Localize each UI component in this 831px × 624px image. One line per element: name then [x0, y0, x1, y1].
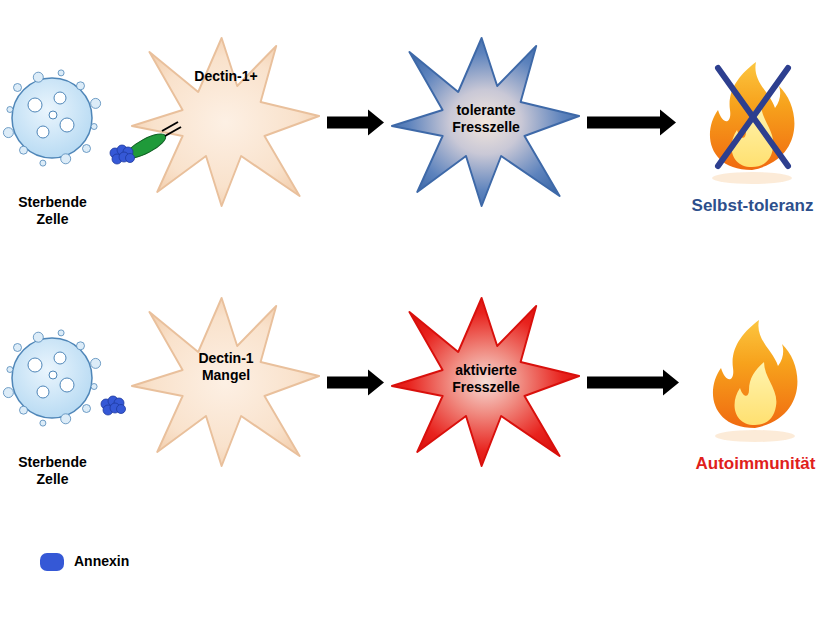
process-arrow: [587, 370, 679, 396]
cell-label: aktivierte Fresszelle: [440, 362, 532, 396]
phagocyte-cell: Dectin-1 Mangel: [128, 290, 323, 475]
cell-label: Dectin-1 Mangel: [180, 350, 272, 384]
process-arrow: [587, 110, 676, 136]
legend-text: Annexin: [74, 553, 129, 569]
inflammation-flame: Autoimmunität: [683, 318, 828, 488]
legend-swatch: [40, 553, 64, 571]
dying-cell: Sterbende Zelle: [5, 70, 100, 240]
annexin-molecule: [110, 145, 135, 164]
process-arrow: [327, 370, 384, 396]
cell-label: Dectin-1+: [176, 68, 276, 85]
phagocyte-cell: Dectin-1+: [128, 30, 323, 215]
cell-label: Sterbende Zelle: [5, 194, 100, 228]
phagocyte-cell: tolerante Fresszelle: [388, 30, 583, 215]
phagocyte-cell: aktivierte Fresszelle: [388, 290, 583, 475]
annexin-molecule: [101, 396, 126, 415]
outcome-label: Selbst-toleranz: [680, 196, 825, 216]
dying-cell: Sterbende Zelle: [5, 330, 100, 500]
inflammation-flame: Selbst-toleranz: [680, 60, 825, 230]
outcome-label: Autoimmunität: [683, 454, 828, 474]
process-arrow: [327, 110, 384, 136]
cell-label: tolerante Fresszelle: [440, 102, 532, 136]
cell-label: Sterbende Zelle: [5, 454, 100, 488]
star-shape: [128, 30, 323, 215]
